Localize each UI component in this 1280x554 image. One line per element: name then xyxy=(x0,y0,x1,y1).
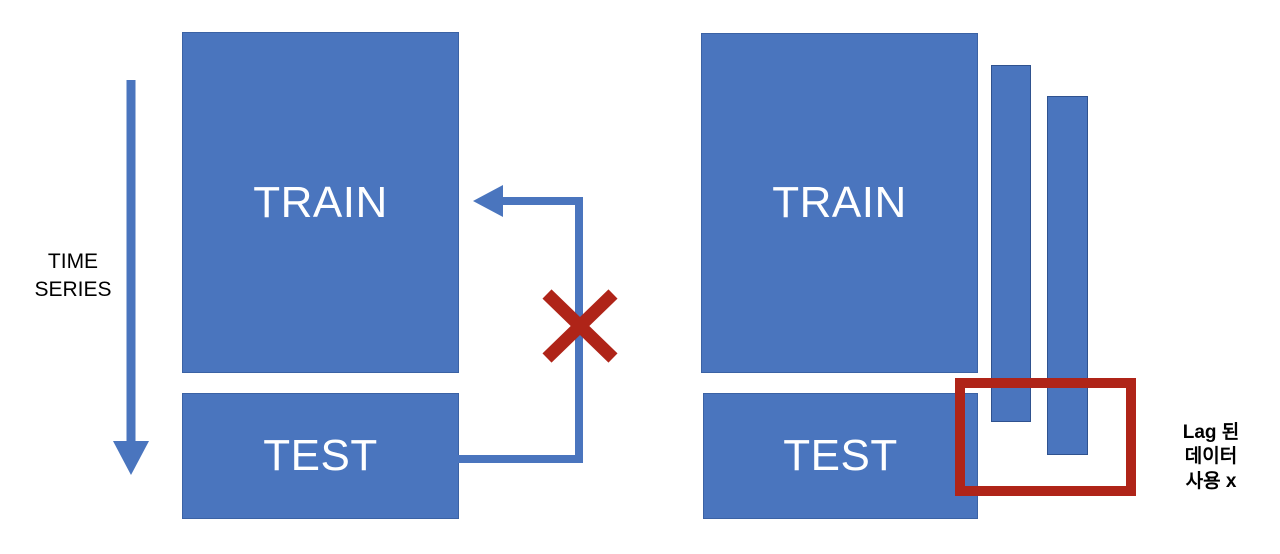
lagged-data-caption-line1: Lag 된 xyxy=(1182,422,1240,443)
lagged-data-caption: Lag 된 데이터 사용 x xyxy=(1152,421,1270,494)
test-to-train-feedback-arrow xyxy=(457,185,583,463)
right-test-block: TEST xyxy=(703,393,978,519)
lagged-data-caption-line2: 데이터 xyxy=(1184,446,1238,468)
time-series-axis-label-line2: SERIES xyxy=(34,277,112,301)
time-series-axis-label: TIME SERIES xyxy=(18,248,128,303)
left-train-label: TRAIN xyxy=(253,177,388,227)
left-train-block: TRAIN xyxy=(182,32,459,373)
lag-bar-2 xyxy=(1047,96,1088,455)
forbidden-x-mark xyxy=(542,289,618,363)
lagged-data-highlight-box xyxy=(955,378,1136,496)
lag-bar-1 xyxy=(991,65,1031,422)
lagged-data-caption-line3: 사용 x xyxy=(1185,470,1237,492)
left-test-block: TEST xyxy=(182,393,459,519)
time-series-axis-label-line1: TIME xyxy=(47,250,99,273)
right-train-block: TRAIN xyxy=(701,33,978,373)
right-test-label: TEST xyxy=(783,431,898,480)
left-test-label: TEST xyxy=(263,431,378,480)
right-train-label: TRAIN xyxy=(772,178,907,227)
